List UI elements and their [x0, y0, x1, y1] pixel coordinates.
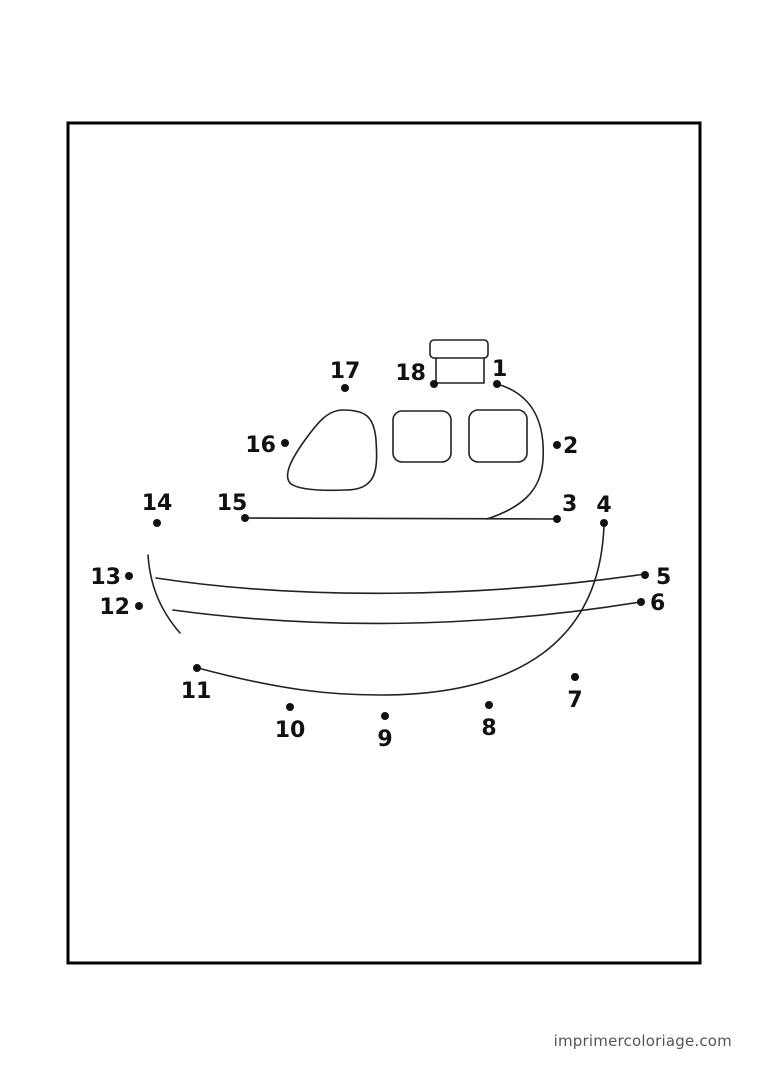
boat-drawing — [147, 339, 646, 696]
dot-4 — [600, 519, 608, 527]
dot-label-7: 7 — [567, 688, 582, 713]
chimney-body — [435, 357, 485, 384]
cabin-base — [244, 517, 558, 520]
dot-7 — [571, 673, 579, 681]
page-frame — [66, 121, 702, 965]
dot-label-13: 13 — [90, 565, 121, 590]
dot-12 — [135, 602, 143, 610]
dot-label-14: 14 — [142, 491, 173, 516]
rear-window — [468, 409, 528, 463]
dot-label-11: 11 — [181, 679, 212, 704]
dot-label-3: 3 — [562, 492, 577, 517]
hull-front — [147, 554, 181, 634]
dot-label-18: 18 — [395, 361, 426, 386]
dot-label-12: 12 — [99, 595, 130, 620]
dot-9 — [381, 712, 389, 720]
dot-label-4: 4 — [596, 493, 611, 518]
dot-label-6: 6 — [650, 591, 665, 616]
hull-bottom — [197, 524, 605, 696]
dot-label-1: 1 — [492, 357, 507, 382]
dot-5 — [641, 571, 649, 579]
dot-label-16: 16 — [245, 433, 276, 458]
dot-label-10: 10 — [275, 718, 306, 743]
dot-6 — [637, 598, 645, 606]
dot-label-17: 17 — [330, 359, 361, 384]
cabin-side — [486, 383, 545, 520]
dot-11 — [193, 664, 201, 672]
chimney-cap — [429, 339, 489, 359]
site-watermark: imprimercoloriage.com — [553, 1032, 732, 1050]
dot-10 — [286, 703, 294, 711]
dot-label-2: 2 — [563, 434, 578, 459]
dot-label-9: 9 — [377, 727, 392, 752]
dot-8 — [485, 701, 493, 709]
dot-16 — [281, 439, 289, 447]
hull-stripe-top — [155, 573, 646, 595]
dot-2 — [553, 441, 561, 449]
dot-18 — [430, 380, 438, 388]
hull-stripe-bottom — [172, 601, 641, 625]
dot-14 — [153, 519, 161, 527]
dot-17 — [341, 384, 349, 392]
dot-label-8: 8 — [481, 716, 496, 741]
dot-label-5: 5 — [656, 565, 671, 590]
front-window — [286, 409, 378, 492]
dot-15 — [241, 514, 249, 522]
middle-window — [392, 410, 452, 463]
dot-1 — [493, 380, 501, 388]
dot-13 — [125, 572, 133, 580]
dot-3 — [553, 515, 561, 523]
dot-label-15: 15 — [217, 491, 248, 516]
